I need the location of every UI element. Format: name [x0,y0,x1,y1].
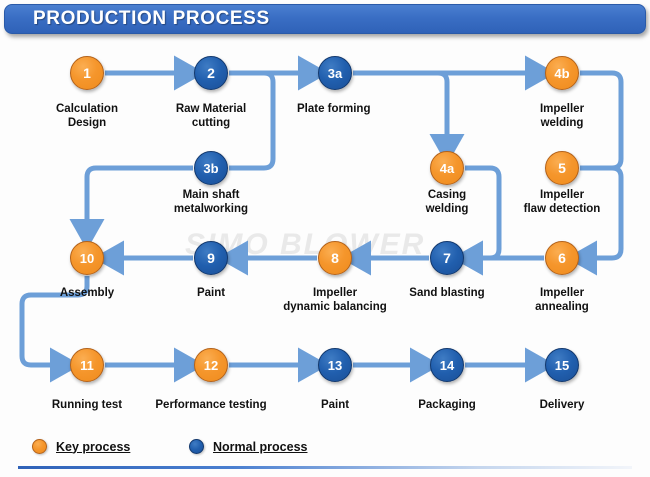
process-node-2[interactable]: 2 [194,56,228,90]
process-node-3a[interactable]: 3a [318,56,352,90]
edge-3a-4a [353,70,465,165]
process-node-1[interactable]: 1 [70,56,104,90]
bottom-divider [18,466,632,469]
process-node-6[interactable]: 6 [545,241,579,275]
legend-label-normal-process: Normal process [213,439,308,454]
legend-label-key-process: Key process [56,439,131,454]
process-label-3b: Main shaft metalworking [173,189,249,215]
process-label-11: Running test [51,399,123,411]
process-label-6: Impeller annealing [535,287,589,313]
edge-5-6 [566,165,624,276]
process-label-7: Sand blasting [409,287,485,299]
process-label-2: Raw Material cutting [175,103,247,129]
process-label-10: Assembly [59,287,115,299]
process-node-4a[interactable]: 4a [430,151,464,185]
legend-item-key-process: Key process [32,439,130,454]
process-label-13: Paint [320,399,350,411]
process-label-3a: Plate forming [297,103,371,115]
normal-process-dot-icon [189,439,204,454]
process-label-5: Impeller flaw detection [523,189,601,215]
process-label-8: Impeller dynamic balancing [283,287,387,313]
process-node-14[interactable]: 14 [430,348,464,382]
legend-item-normal-process: Normal process [189,439,307,454]
process-node-13[interactable]: 13 [318,348,352,382]
key-process-dot-icon [32,439,47,454]
process-label-15: Delivery [539,399,585,411]
process-node-3b[interactable]: 3b [194,151,228,185]
process-node-9[interactable]: 9 [194,241,228,275]
process-node-5[interactable]: 5 [545,151,579,185]
process-label-4b: Impeller welding [539,103,585,129]
header-banner: PRODUCTION PROCESS [4,4,646,34]
process-node-10[interactable]: 10 [70,241,104,275]
edge-4a-7 [452,165,502,276]
edge-2-3b [229,70,276,171]
process-node-15[interactable]: 15 [545,348,579,382]
process-label-4a: Casing welding [425,189,469,215]
edge-10-11 [19,276,90,383]
process-node-7[interactable]: 7 [430,241,464,275]
process-node-11[interactable]: 11 [70,348,104,382]
edge-3b-10 [69,165,193,250]
process-label-14: Packaging [418,399,476,411]
process-label-1: Calculation Design [56,103,118,129]
process-label-12: Performance testing [155,399,267,411]
process-node-8[interactable]: 8 [318,241,352,275]
process-label-9: Paint [196,287,226,299]
process-node-12[interactable]: 12 [194,348,228,382]
page-title: PRODUCTION PROCESS [33,8,270,29]
process-node-4b[interactable]: 4b [545,56,579,90]
